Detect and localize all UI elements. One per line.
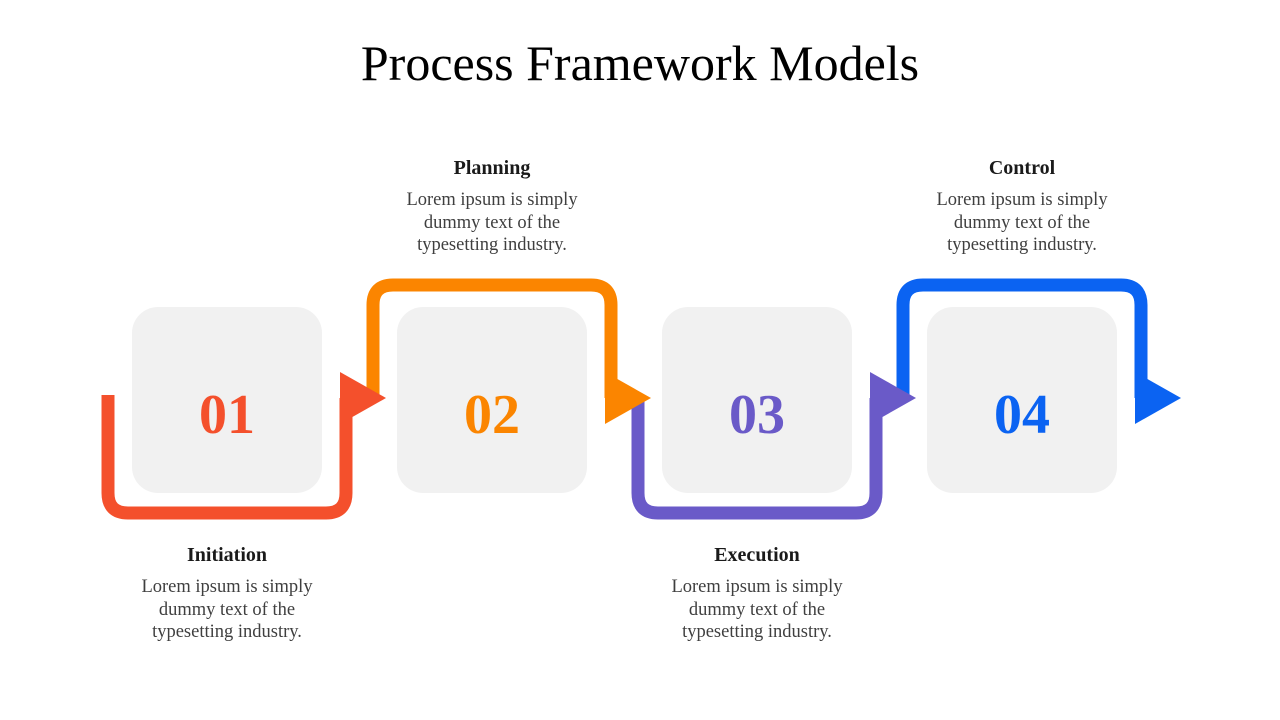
connector-step-1 — [101, 372, 386, 520]
step-label-control: Control Lorem ipsum is simply dummy text… — [912, 156, 1132, 257]
step4-arrow-path — [896, 278, 1148, 398]
step1-arrow-path — [101, 395, 353, 520]
step-label-description: Lorem ipsum is simply dummy text of the … — [671, 577, 843, 642]
step-label-title: Initiation — [186, 544, 268, 566]
step1-arrowhead-icon — [340, 372, 386, 424]
step-number-1: 01 — [199, 384, 255, 446]
step-label-title: Execution — [714, 544, 800, 566]
step-box-3: 03 — [662, 307, 852, 493]
step-label-title: Control — [988, 157, 1056, 179]
step4-arrowhead-icon — [1135, 372, 1181, 424]
connector-step-2 — [366, 278, 651, 424]
step-label-description: Lorem ipsum is simply dummy text of the … — [936, 190, 1108, 255]
step-box-2: 02 — [397, 307, 587, 493]
step-label-initiation: Initiation Lorem ipsum is simply dummy t… — [117, 543, 337, 644]
step-number-4: 04 — [994, 384, 1050, 446]
page-title: Process Framework Models — [360, 35, 920, 91]
step-label-title: Planning — [453, 157, 531, 179]
step-label-description: Lorem ipsum is simply dummy text of the … — [141, 577, 313, 642]
step-box-4: 04 — [927, 307, 1117, 493]
step-box-1: 01 — [132, 307, 322, 493]
step-number-3: 03 — [729, 384, 785, 446]
step-label-execution: Execution Lorem ipsum is simply dummy te… — [647, 543, 867, 644]
step-label-planning: Planning Lorem ipsum is simply dummy tex… — [382, 156, 602, 257]
step2-arrowhead-icon — [605, 372, 651, 424]
connector-step-3 — [631, 372, 916, 520]
step2-arrow-path — [366, 278, 618, 398]
step3-arrow-path — [631, 398, 883, 520]
step-number-2: 02 — [464, 384, 520, 446]
connector-step-4 — [896, 278, 1181, 424]
step3-arrowhead-icon — [870, 372, 916, 424]
step-label-description: Lorem ipsum is simply dummy text of the … — [406, 190, 578, 255]
